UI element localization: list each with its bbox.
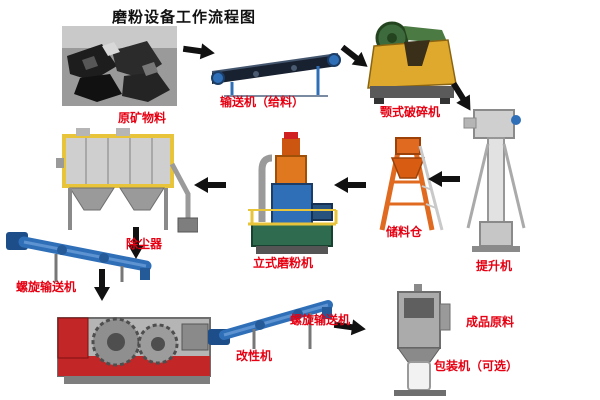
label-packer: 包装机（可选） <box>434 359 519 373</box>
arrow-dust-collector-to-screw <box>127 227 145 259</box>
arrow-silo-to-mill <box>334 176 366 194</box>
arrow-mill-to-dust-collector <box>194 176 226 194</box>
label-mill: 立式磨粉机 <box>253 256 314 270</box>
label-elevator: 提升机 <box>476 259 513 273</box>
arrow-feeder-to-crusher <box>337 40 373 74</box>
label-finished-product: 成品原料 <box>466 315 515 329</box>
screw-conveyor-mid-illustration <box>206 291 338 358</box>
diagram-title: 磨粉设备工作流程图 <box>112 9 257 26</box>
screw-conveyor-left-illustration <box>4 224 156 293</box>
label-feeder: 输送机（给料） <box>220 95 305 109</box>
label-silo: 储料仓 <box>386 225 423 239</box>
dust-collector-illustration <box>56 124 199 241</box>
bucket-elevator-illustration <box>458 108 530 261</box>
jaw-crusher-illustration <box>364 14 461 111</box>
label-modifier: 改性机 <box>236 349 273 363</box>
packing-machine-illustration <box>384 284 458 400</box>
storage-silo-illustration <box>368 134 448 239</box>
modifier-machine-illustration <box>54 294 216 397</box>
label-screw-conveyor-mid: 螺旋输送机 <box>290 313 351 327</box>
arrow-crusher-to-elevator <box>446 79 478 116</box>
label-dust-collector: 除尘器 <box>126 237 163 251</box>
arrow-screw-to-modifier <box>93 269 111 301</box>
feeder-conveyor-illustration <box>208 26 346 103</box>
arrow-elevator-to-silo <box>428 170 460 188</box>
label-jaw-crusher: 颚式破碎机 <box>380 105 441 119</box>
vertical-mill-illustration <box>238 130 345 262</box>
arrow-raw-to-feeder <box>182 40 216 62</box>
arrow-screw-to-packer <box>333 316 367 338</box>
raw-material-image <box>62 26 177 111</box>
label-screw-conveyor-left: 螺旋输送机 <box>16 280 77 294</box>
label-raw-material: 原矿物料 <box>118 111 167 125</box>
